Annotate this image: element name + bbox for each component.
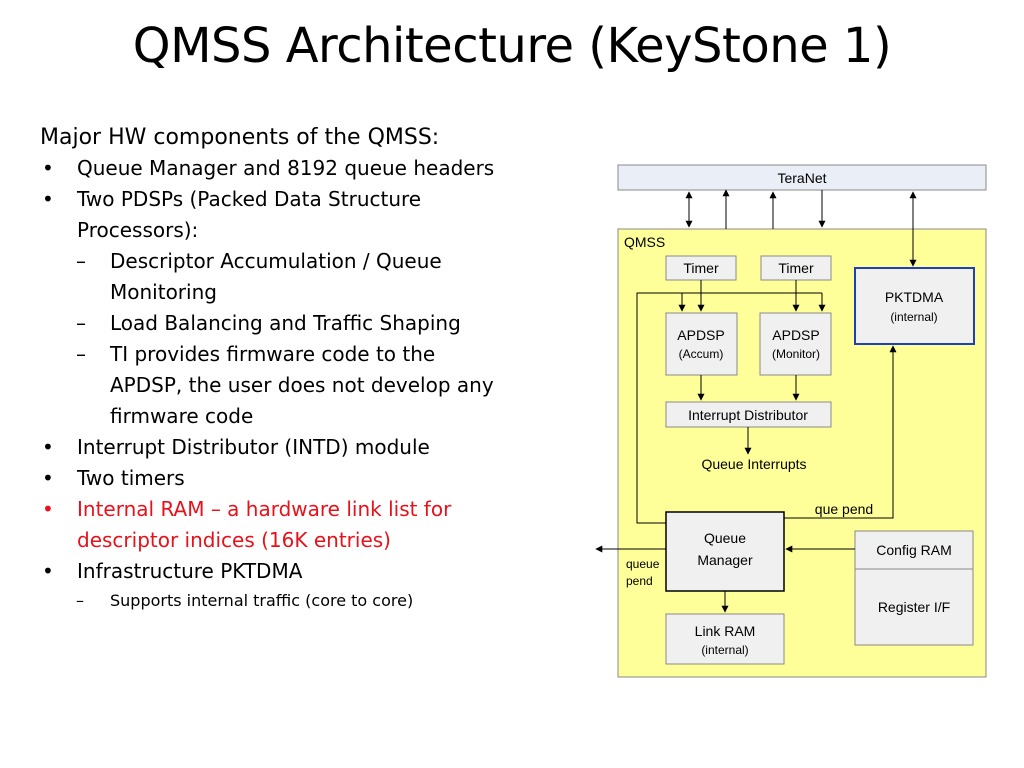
bullet-item: • Two PDSPs (Packed Data Structure — [40, 184, 580, 215]
timer-2-box — [760, 255, 832, 281]
que-pend-label: que pend — [815, 501, 873, 517]
dash-marker: – — [76, 249, 86, 273]
bullet-item: • Queue Manager and 8192 queue headers — [40, 153, 580, 184]
sub-bullet-item: –Load Balancing and Traffic Shaping — [40, 308, 580, 339]
sub-bullet-text: Descriptor Accumulation / Queue — [110, 249, 442, 273]
slide-title: QMSS Architecture (KeyStone 1) — [132, 18, 892, 74]
teranet-bus — [617, 164, 987, 191]
sub-bullet-item: –Descriptor Accumulation / Queue — [40, 246, 580, 277]
bullet-item-highlight: • Internal RAM – a hardware link list for — [40, 494, 580, 525]
queue-manager-box — [665, 511, 785, 592]
sub-bullet-continued: APDSP, the user does not develop any — [110, 373, 494, 397]
dash-marker: – — [76, 591, 84, 610]
interrupt-distributor-box — [665, 401, 832, 428]
sub-bullet-continued: Monitoring — [110, 280, 217, 304]
bullet-heading: Major HW components of the QMSS: — [40, 125, 440, 150]
bullet-marker: • — [42, 187, 54, 211]
sub-bullet-text: TI provides firmware code to the — [110, 342, 436, 366]
sub-bullet-item: –TI provides firmware code to the — [40, 339, 580, 370]
apdsp-monitor-label: APDSP — [772, 327, 819, 343]
bullet-text: Infrastructure PKTDMA — [77, 559, 303, 583]
bullet-text: Internal RAM – a hardware link list for — [77, 497, 452, 521]
link-ram-label: Link RAM — [695, 623, 756, 639]
teranet-label: TeraNet — [777, 170, 826, 186]
sub-bullet-continued: firmware code — [110, 404, 254, 428]
queue-interrupts-label: Queue Interrupts — [701, 456, 806, 472]
pktdma-sub-label: (internal) — [890, 310, 937, 324]
queue-manager-label-line2: Manager — [697, 552, 753, 568]
timer-2-label: Timer — [778, 260, 814, 276]
bullet-marker: • — [42, 435, 54, 459]
queue-pend-label-line1: queue — [626, 557, 660, 571]
apdsp-accum-box — [665, 312, 738, 376]
pktdma-label: PKTDMA — [885, 289, 944, 305]
interrupt-distributor-label: Interrupt Distributor — [688, 407, 808, 423]
bullet-marker: • — [42, 497, 54, 521]
dash-marker: – — [76, 342, 86, 366]
sub-bullet-item: – Supports internal traffic (core to core… — [40, 587, 580, 615]
que-pend-line — [784, 345, 897, 519]
bullet-item-continued: Processors): — [77, 218, 199, 242]
apdsp-monitor-box — [759, 312, 832, 376]
timer-1-box — [665, 255, 737, 281]
queue-pend-label-line2: pend — [626, 574, 653, 588]
config-ram-box — [854, 530, 974, 646]
sub-bullet-text: Supports internal traffic (core to core) — [110, 591, 414, 610]
bullet-text: Queue Manager and 8192 queue headers — [77, 156, 495, 180]
dash-marker: – — [76, 311, 86, 335]
queue-manager-label-line1: Queue — [704, 530, 746, 546]
link-ram-sub-label: (internal) — [701, 643, 748, 657]
bullet-text: Interrupt Distributor (INTD) module — [77, 435, 430, 459]
bullet-item: • Interrupt Distributor (INTD) module — [40, 432, 580, 463]
link-ram-box — [665, 613, 785, 665]
bullet-marker: • — [42, 466, 54, 490]
bullet-item-continued: descriptor indices (16K entries) — [77, 528, 391, 552]
bullet-marker: • — [42, 156, 54, 180]
bullet-item: • Two timers — [40, 463, 580, 494]
bullet-text: Two timers — [77, 466, 185, 490]
bullet-text: Two PDSPs (Packed Data Structure — [77, 187, 422, 211]
bullet-item: • Infrastructure PKTDMA — [40, 556, 580, 587]
bullet-list: Major HW components of the QMSS: • Queue … — [40, 122, 580, 615]
register-if-label: Register I/F — [878, 599, 950, 615]
bullet-marker: • — [42, 559, 54, 583]
apdsp-accum-label: APDSP — [677, 327, 724, 343]
sub-bullet-text: Load Balancing and Traffic Shaping — [110, 311, 461, 335]
timer-1-label: Timer — [683, 260, 719, 276]
apdsp-monitor-sub-label: (Monitor) — [772, 347, 820, 361]
apdsp-accum-sub-label: (Accum) — [679, 347, 724, 361]
feedback-line — [636, 292, 822, 524]
config-ram-label: Config RAM — [876, 542, 951, 558]
qmss-label: QMSS — [624, 234, 665, 250]
pktdma-box — [854, 267, 975, 345]
